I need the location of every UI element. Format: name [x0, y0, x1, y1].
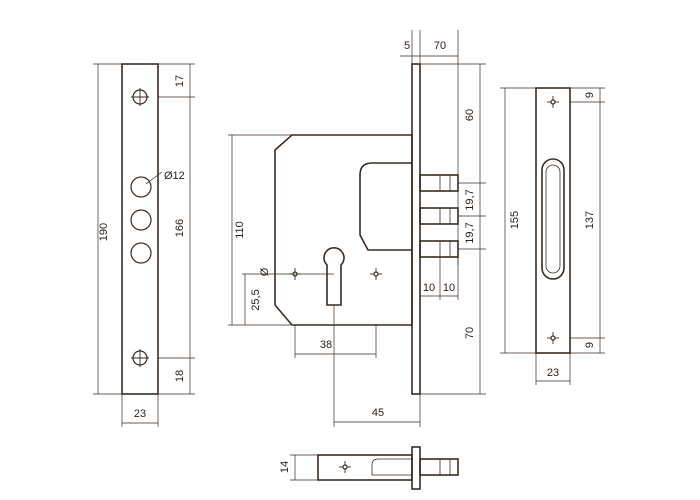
label-strike-top-offset: 9 [584, 92, 596, 98]
label-bolt-pitch-1: 19,7 [464, 189, 476, 210]
top-view-plate [411, 446, 421, 490]
deadbolt-2 [419, 207, 459, 225]
bolt-hole-1 [130, 176, 152, 198]
hole-diameter-leader [145, 171, 163, 185]
dim-14 [290, 454, 318, 481]
dim-70-bottom [420, 249, 486, 395]
top-view: 14 [279, 446, 459, 490]
top-view-housing [371, 458, 412, 476]
label-backset: 45 [372, 407, 384, 419]
front-plate-screw-hole-top [131, 88, 149, 106]
label-bolt-width-2: 10 [443, 282, 455, 294]
front-plate-view: 190 166 17 18 23 Ø12 [93, 63, 195, 427]
label-cylinder-offset: 25,5 [250, 289, 262, 310]
label-plate-thickness: 5 [404, 40, 410, 52]
dim-bolt-widths [419, 257, 459, 300]
label-front-bottom-offset: 18 [174, 370, 186, 382]
front-plate-outline [121, 63, 159, 395]
dim-110 [228, 134, 292, 326]
strike-plate-view: 155 137 9 9 23 [500, 87, 605, 385]
dim-137 [570, 101, 605, 339]
dim-17 [158, 63, 195, 97]
top-view-screw [339, 461, 351, 473]
deadbolt-3 [419, 240, 459, 258]
label-body-height: 110 [234, 221, 246, 239]
dim-strike-bottom [570, 338, 605, 354]
dim-45 [333, 305, 421, 427]
dim-166 [158, 96, 195, 359]
dim-190 [93, 63, 122, 395]
label-bottom-offset: 70 [464, 327, 476, 339]
label-strike-slot: 137 [584, 211, 596, 229]
label-front-top-offset: 17 [174, 75, 186, 87]
lock-body-view: 110 25,5 Ø 38 45 5 70 [228, 30, 486, 427]
strike-screw-top [547, 96, 559, 108]
dim-38 [294, 325, 377, 358]
bolt-hole-3 [130, 242, 152, 264]
label-bolt-width-1: 10 [423, 282, 435, 294]
strike-slot [541, 158, 565, 280]
dim-strike-width [535, 353, 571, 385]
label-top-offset: 60 [464, 109, 476, 121]
label-screw-spacing: 38 [320, 339, 332, 351]
dim-155 [500, 87, 536, 354]
deadbolt-1 [419, 174, 459, 192]
strike-plate-outline [535, 87, 571, 354]
dim-top-plate [400, 30, 459, 175]
label-strike-width: 23 [547, 367, 559, 379]
body-screw-right [370, 268, 382, 280]
dim-strike-top [570, 87, 605, 102]
dim-60 [420, 63, 486, 183]
label-front-hole-spacing: 166 [174, 219, 186, 237]
label-top-view-thickness: 14 [279, 461, 291, 473]
strike-screw-bottom [547, 332, 559, 344]
label-hole-diameter: Ø12 [164, 170, 185, 182]
label-diameter-mark: Ø [259, 267, 271, 276]
label-bolt-pitch-2: 19,7 [464, 222, 476, 243]
dim-front-width [121, 394, 159, 427]
cylinder-keyhole [323, 247, 345, 306]
strike-slot-inner [545, 164, 561, 274]
bolt-hole-2 [130, 209, 152, 231]
faceplate-side [411, 63, 421, 395]
dim-cylinder-offset [242, 273, 334, 325]
label-body-depth: 70 [434, 40, 446, 52]
front-plate-screw-hole-bottom [131, 349, 149, 367]
top-view-bolt [419, 458, 459, 476]
dim-18 [158, 358, 195, 395]
dim-bolt-pitch [457, 175, 486, 265]
label-front-width: 23 [134, 408, 146, 420]
bolt-housing [359, 162, 412, 251]
label-strike-bottom-offset: 9 [584, 342, 596, 348]
label-front-height: 190 [98, 223, 110, 241]
label-strike-height: 155 [509, 211, 521, 229]
